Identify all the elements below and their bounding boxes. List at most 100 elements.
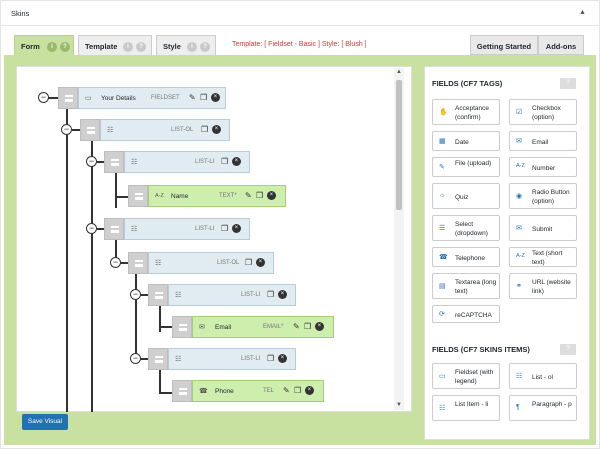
copy-icon[interactable]: ❐ [245,258,254,267]
info-icon[interactable]: i [187,42,197,52]
skins-items-help-icon[interactable]: ? [560,344,576,355]
copy-icon[interactable]: ❐ [221,157,230,166]
email-field-node[interactable]: ✉ Email EMAIL* ✎ ❐ × [172,316,334,338]
edit-icon[interactable]: ✎ [293,322,301,331]
node-type: LIST-LI [241,356,261,362]
save-visual-button[interactable]: Save Visual [22,414,68,430]
tab-form[interactable]: Form i ? [14,35,74,56]
list-li-node[interactable]: ☷ LIST-LI ❐ × [104,218,250,240]
drag-handle[interactable] [172,316,192,338]
tab-addons[interactable]: Add-ons [538,35,584,55]
scroll-up-icon[interactable]: ▲ [396,69,402,75]
tab-template-label: Template [85,42,118,51]
list-li-node[interactable]: ☷ LIST-LI ❐ × [148,348,296,370]
field-button-textarea-long-text[interactable]: ▤Textarea (long text) [432,273,500,299]
node-type: TEXT* [219,193,237,199]
field-button-checkbox-option[interactable]: ☑Checkbox (option) [509,99,577,125]
field-button-paragraph-p[interactable]: ¶Paragraph - p [509,395,577,421]
delete-icon[interactable]: × [315,322,325,331]
drag-handle[interactable] [148,284,168,306]
tab-style[interactable]: Style i ? [156,35,216,55]
calendar-icon: ▦ [439,138,446,145]
info-icon[interactable]: i [47,42,57,52]
field-button-email[interactable]: ✉Email [509,131,577,151]
skins-items-title: FIELDS (CF7 SKINS ITEMS) [432,345,530,354]
field-button-telephone[interactable]: ☎Telephone [432,247,500,267]
collapse-toggle[interactable]: − [61,124,72,135]
paperclip-icon: ✎ [439,164,445,171]
copy-icon[interactable]: ❐ [267,354,276,363]
drag-handle[interactable] [80,119,100,141]
help-icon[interactable]: ? [200,42,210,52]
phone-icon: ☎ [439,254,448,261]
delete-icon[interactable]: × [212,125,222,134]
collapse-toggle[interactable]: − [110,257,121,268]
list-li-node[interactable]: ☷ LIST-LI ❐ × [148,284,296,306]
collapse-arrow-icon[interactable]: ▲ [579,9,586,16]
drag-handle[interactable] [128,185,148,207]
name-field-node[interactable]: A-Z Name TEXT* ✎ ❐ × [128,185,286,207]
copy-icon[interactable]: ❐ [303,322,313,331]
drag-handle-icon [135,193,143,200]
field-button-list-item-li[interactable]: ☷List Item - li [432,395,500,421]
delete-icon[interactable]: × [305,386,315,395]
copy-icon[interactable]: ❐ [201,125,210,134]
delete-icon[interactable]: × [267,191,277,200]
help-icon[interactable]: ? [60,42,70,52]
node-body: ☷ LIST-LI ❐ × [124,151,250,173]
fieldset-node[interactable]: ▭ Your Details FIELDSET ✎ ❐ × [58,87,226,109]
field-button-select-dropdown[interactable]: ☰Select (dropdown) [432,215,500,241]
list-li-node[interactable]: ☷ LIST-LI ❐ × [104,151,250,173]
tab-getting-started[interactable]: Getting Started [470,35,538,55]
field-button-quiz[interactable]: ☼Quiz [432,183,500,209]
collapse-toggle[interactable]: − [86,223,97,234]
drag-handle[interactable] [172,380,192,402]
delete-icon[interactable]: × [256,258,266,267]
field-button-recaptcha[interactable]: ⟳reCAPTCHA [432,305,500,323]
tree-line [120,262,130,264]
copy-icon[interactable]: ❐ [255,191,265,200]
collapse-toggle[interactable]: − [38,92,49,103]
copy-icon[interactable]: ❐ [199,93,209,102]
field-button-label: Checkbox (option) [532,105,561,121]
canvas-scrollbar[interactable] [394,68,404,410]
collapse-toggle[interactable]: − [86,156,97,167]
delete-icon[interactable]: × [232,157,242,166]
delete-icon[interactable]: × [278,290,288,299]
field-button-fieldset-with-legend[interactable]: ▭Fieldset (with legend) [432,363,500,389]
drag-handle[interactable] [128,252,148,274]
copy-icon[interactable]: ❐ [221,224,230,233]
drag-handle[interactable] [148,348,168,370]
field-button-submit[interactable]: ✉Submit [509,215,577,241]
drag-handle[interactable] [104,151,124,173]
edit-icon[interactable]: ✎ [245,191,253,200]
field-button-file-upload[interactable]: ✎File (upload) [432,157,500,177]
collapse-toggle[interactable]: − [130,353,141,364]
edit-icon[interactable]: ✎ [283,386,291,395]
collapse-toggle[interactable]: − [130,289,141,300]
scroll-down-icon[interactable]: ▼ [396,402,402,408]
delete-icon[interactable]: × [211,93,221,102]
list-ol-node[interactable]: ☷ LIST-OL ❐ × [80,119,230,141]
tab-template[interactable]: Template i ? [78,35,152,55]
copy-icon[interactable]: ❐ [267,290,276,299]
field-button-radio-button-option[interactable]: ◉Radio Button (option) [509,183,577,209]
cf7-tags-help-icon[interactable]: ? [560,78,576,89]
delete-icon[interactable]: × [278,354,288,363]
field-button-date[interactable]: ▦Date [432,131,500,151]
scroll-thumb[interactable] [396,80,402,210]
field-button-list-ol[interactable]: ☷List - ol [509,363,577,389]
help-icon[interactable]: ? [136,42,146,52]
delete-icon[interactable]: × [232,224,242,233]
field-button-url-website-link[interactable]: ⚭URL (website link) [509,273,577,299]
drag-handle[interactable] [104,218,124,240]
phone-field-node[interactable]: ☎ Phone TEL ✎ ❐ × [172,380,324,402]
edit-icon[interactable]: ✎ [189,93,197,102]
list-ol-node[interactable]: ☷ LIST-OL ❐ × [128,252,274,274]
info-icon[interactable]: i [123,42,133,52]
field-button-acceptance-confirm[interactable]: ✋Acceptance (confirm) [432,99,500,125]
copy-icon[interactable]: ❐ [293,386,303,395]
drag-handle[interactable] [58,87,78,109]
